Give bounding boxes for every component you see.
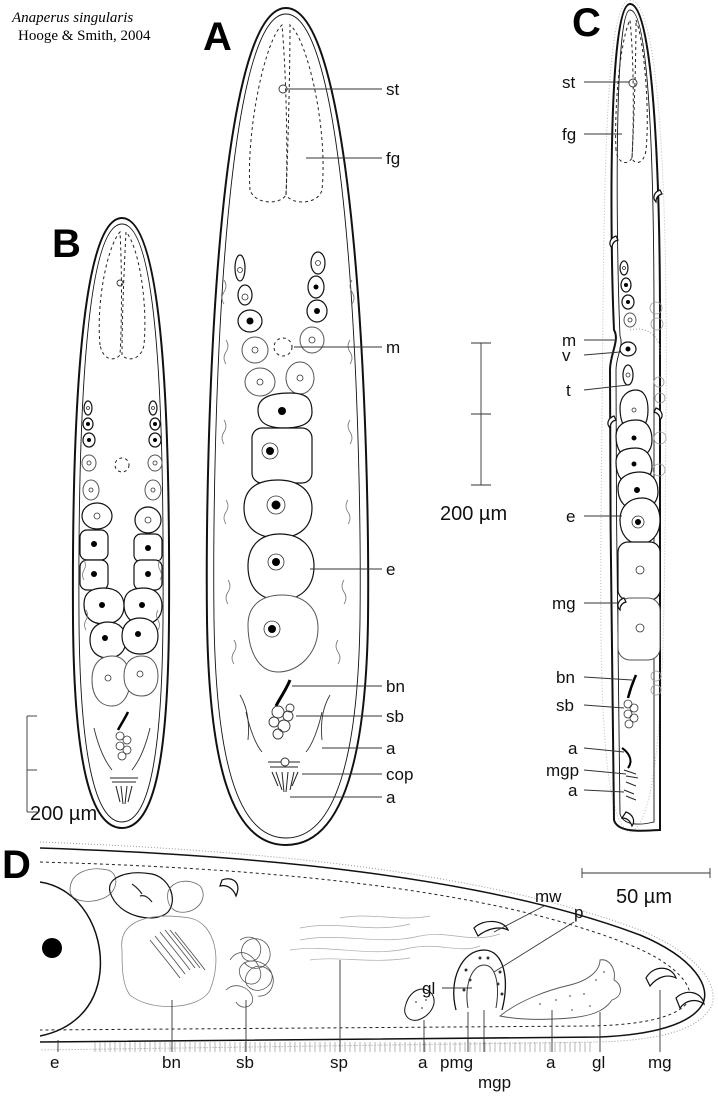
label-a-a2: a: [386, 788, 396, 807]
label-a-bn: bn: [386, 677, 405, 696]
label-c-a2: a: [568, 781, 578, 800]
label-c-bn: bn: [556, 668, 575, 687]
label-c-st: st: [562, 73, 576, 92]
label-d-mgp: mgp: [478, 1073, 511, 1092]
center-scale-bar: [471, 342, 491, 486]
label-d-mw: mw: [535, 887, 562, 906]
label-d-mg: mg: [648, 1053, 672, 1072]
panel-c-drawing: [583, 0, 667, 833]
panel-label-d: D: [2, 843, 31, 887]
label-a-sb: sb: [386, 707, 404, 726]
panel-d-drawing: [39, 841, 714, 1052]
label-d-gl-upper: gl: [422, 979, 435, 998]
panel-a-drawing: [205, 6, 382, 847]
label-d-pmg: pmg: [440, 1053, 473, 1072]
label-a-st: st: [386, 80, 400, 99]
label-c-mgp: mgp: [546, 761, 579, 780]
center-scale-label: 200 µm: [440, 503, 507, 525]
species-authority: Hooge & Smith, 2004: [18, 28, 151, 44]
panel-b-drawing: [71, 216, 171, 830]
label-c-sb: sb: [556, 696, 574, 715]
panel-c-labels: st fg m v t e mg bn sb a mgp a: [546, 73, 579, 800]
label-d-sb: sb: [236, 1053, 254, 1072]
panel-b-scale-bar: [26, 715, 37, 813]
label-d-sp: sp: [330, 1053, 348, 1072]
panel-label-a: A: [203, 15, 232, 59]
label-d-a2: a: [546, 1053, 556, 1072]
label-a-e: e: [386, 560, 395, 579]
panel-a-labels: st fg m e bn sb a cop a: [386, 80, 413, 807]
label-d-a1: a: [418, 1053, 428, 1072]
panel-d-labels: mw p gl e bn sb sp a pmg mgp a gl mg: [50, 887, 672, 1092]
panel-b-scale-label: 200 µm: [30, 803, 97, 825]
label-a-cop: cop: [386, 765, 413, 784]
label-c-m: m: [562, 331, 576, 350]
label-a-m: m: [386, 338, 400, 357]
label-d-bn: bn: [162, 1053, 181, 1072]
label-c-t: t: [566, 381, 571, 400]
panel-label-b: B: [52, 222, 81, 266]
label-d-e: e: [50, 1053, 59, 1072]
label-c-e: e: [566, 507, 575, 526]
panel-label-c: C: [572, 1, 601, 45]
label-c-mg: mg: [552, 594, 576, 613]
label-c-fg: fg: [562, 125, 576, 144]
label-c-v: v: [562, 346, 571, 365]
label-d-p: p: [574, 903, 583, 922]
label-d-gl-lower: gl: [592, 1053, 605, 1072]
label-a-a1: a: [386, 739, 396, 758]
label-c-a1: a: [568, 739, 578, 758]
species-name: Anaperus singularis: [11, 10, 133, 26]
label-a-fg: fg: [386, 149, 400, 168]
panel-d-scale-label: 50 µm: [616, 886, 672, 908]
